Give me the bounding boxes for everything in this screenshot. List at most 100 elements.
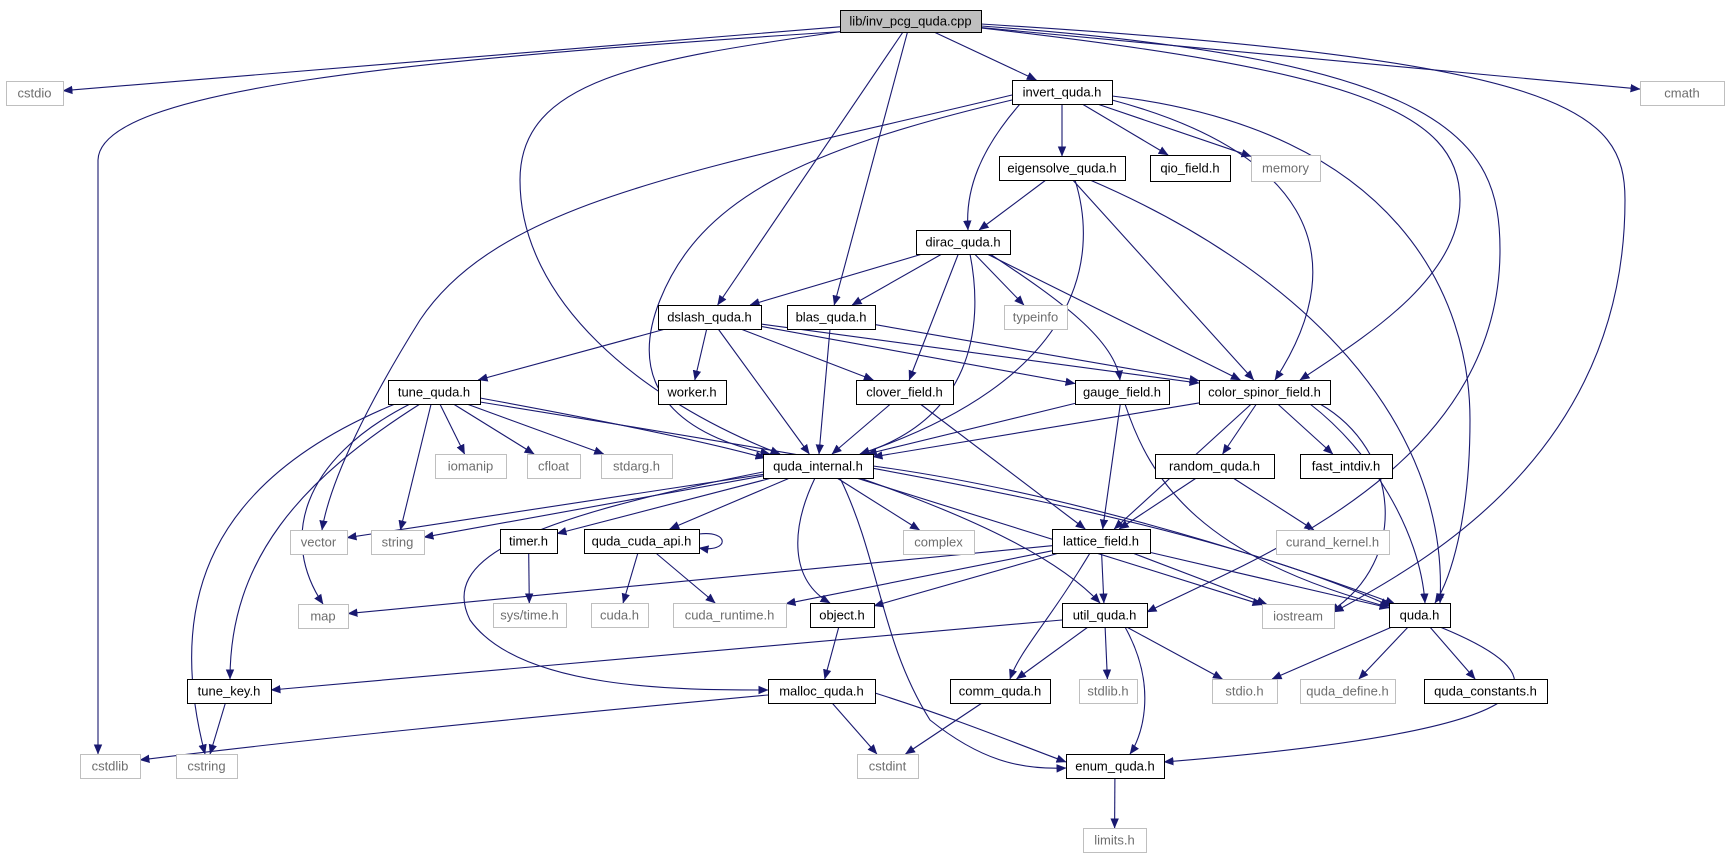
node-box <box>435 454 507 479</box>
node-worker[interactable]: worker.h <box>658 380 727 405</box>
node-clover-field[interactable]: clover_field.h <box>856 380 954 405</box>
node-box <box>1640 81 1725 106</box>
node-label: stdarg.h <box>613 459 660 474</box>
node-label: limits.h <box>1094 833 1134 848</box>
node-invert-quda[interactable]: invert_quda.h <box>1012 80 1113 105</box>
node-quda-cuda-api[interactable]: quda_cuda_api.h <box>584 529 700 554</box>
edge-inv-pcg-to-color-spinor-field <box>980 27 1461 381</box>
node-cstdlib: cstdlib <box>80 754 141 779</box>
edge-quda-to-stdio <box>1271 626 1393 680</box>
node-box <box>1052 529 1151 554</box>
node-label: curand_kernel.h <box>1286 535 1379 550</box>
edge-tune-quda-to-tune-key <box>225 403 421 680</box>
node-label: typeinfo <box>1013 310 1059 325</box>
node-box <box>1066 754 1165 779</box>
node-box <box>187 679 272 704</box>
node-box <box>601 454 673 479</box>
edge-dirac-quda-to-dslash-quda <box>749 253 923 307</box>
node-label: map <box>310 609 335 624</box>
edge-layer <box>62 23 1641 829</box>
edge-invert-quda-to-quda-internal <box>648 99 1013 457</box>
node-timer[interactable]: timer.h <box>500 529 558 554</box>
node-label: stdio.h <box>1225 684 1263 699</box>
node-label: memory <box>1262 161 1309 176</box>
node-qio-field[interactable]: qio_field.h <box>1150 155 1231 182</box>
node-label: cstdio <box>18 86 52 101</box>
node-quda-internal[interactable]: quda_internal.h <box>763 454 874 479</box>
node-gauge-field[interactable]: gauge_field.h <box>1075 380 1170 405</box>
edge-inv-pcg-to-blas-quda <box>832 31 909 306</box>
node-label: random_quda.h <box>1169 459 1260 474</box>
edge-dirac-quda-to-blas-quda <box>851 253 943 306</box>
edge-gauge-field-to-quda-internal <box>866 402 1076 456</box>
edge-dslash-quda-to-quda-internal <box>717 328 810 455</box>
node-box <box>176 754 238 779</box>
edge-tune-quda-to-cfloat <box>453 403 535 455</box>
edge-clover-field-to-lattice-field <box>919 403 1086 530</box>
edge-quda-internal-to-quda-cuda-api <box>669 477 791 530</box>
node-quda-constants[interactable]: quda_constants.h <box>1424 679 1548 704</box>
edge-invert-quda-to-dirac-quda <box>963 103 1021 231</box>
edge-quda-internal-to-vector <box>346 473 764 541</box>
node-quda-define: quda_define.h <box>1300 679 1396 704</box>
node-dslash-quda[interactable]: dslash_quda.h <box>658 305 762 330</box>
node-box <box>1300 679 1396 704</box>
node-box <box>1079 679 1138 704</box>
node-label: lattice_field.h <box>1063 534 1139 549</box>
edge-quda-internal-to-enum-quda <box>839 477 1067 773</box>
edge-quda-internal-to-util-quda <box>859 477 1101 604</box>
edge-quda-internal-to-quda <box>872 465 1396 605</box>
node-box <box>1251 155 1321 182</box>
edge-quda-internal-to-timer <box>556 477 772 536</box>
node-color-spinor-field[interactable]: color_spinor_field.h <box>1199 380 1331 405</box>
node-label: cstdint <box>869 759 907 774</box>
node-label: quda_cuda_api.h <box>592 534 692 549</box>
node-tune-key[interactable]: tune_key.h <box>187 679 272 704</box>
node-label: dirac_quda.h <box>925 235 1000 250</box>
node-fast-intdiv[interactable]: fast_intdiv.h <box>1300 454 1393 479</box>
node-label: complex <box>914 535 963 550</box>
node-map: map <box>298 604 349 629</box>
node-box <box>768 679 876 704</box>
node-typeinfo: typeinfo <box>1004 305 1068 330</box>
node-label: qio_field.h <box>1160 161 1219 176</box>
edge-util-quda-to-stdio <box>1126 626 1223 680</box>
node-box <box>1424 679 1548 704</box>
node-random-quda[interactable]: random_quda.h <box>1155 454 1275 479</box>
node-box <box>856 380 954 405</box>
node-label: timer.h <box>509 534 548 549</box>
node-box <box>1012 80 1113 105</box>
node-blas-quda[interactable]: blas_quda.h <box>787 305 876 330</box>
node-box <box>371 530 425 555</box>
edge-blas-quda-to-quda-internal <box>815 328 831 455</box>
node-tune-quda[interactable]: tune_quda.h <box>388 380 481 405</box>
node-enum-quda[interactable]: enum_quda.h <box>1066 754 1165 779</box>
node-label: cstdlib <box>92 759 129 774</box>
node-box <box>1262 604 1335 629</box>
edge-object-to-malloc-quda <box>823 626 840 680</box>
node-malloc-quda[interactable]: malloc_quda.h <box>768 679 876 704</box>
node-util-quda[interactable]: util_quda.h <box>1062 603 1148 628</box>
node-label: cfloat <box>538 459 569 474</box>
edge-inv-pcg-to-quda-internal <box>519 30 846 455</box>
node-label: sys/time.h <box>500 608 559 623</box>
node-lattice-field[interactable]: lattice_field.h <box>1052 529 1151 554</box>
edge-quda-internal-to-malloc-quda <box>463 471 769 695</box>
node-eigensolve-quda[interactable]: eigensolve_quda.h <box>999 156 1126 181</box>
node-box <box>1276 530 1390 555</box>
node-object[interactable]: object.h <box>810 603 875 628</box>
edge-color-spinor-field-to-quda-internal <box>872 402 1200 460</box>
node-box <box>673 603 787 628</box>
node-label: cstring <box>187 759 225 774</box>
node-comm-quda[interactable]: comm_quda.h <box>950 679 1051 704</box>
node-box <box>916 230 1011 255</box>
node-cuda: cuda.h <box>591 603 649 628</box>
node-box <box>1199 380 1331 405</box>
node-box <box>840 10 982 33</box>
node-inv-pcg[interactable]: lib/inv_pcg_quda.cpp <box>840 10 982 33</box>
node-dirac-quda[interactable]: dirac_quda.h <box>916 230 1011 255</box>
node-label: quda_define.h <box>1306 684 1388 699</box>
node-label: iostream <box>1273 609 1323 624</box>
node-quda[interactable]: quda.h <box>1389 603 1451 628</box>
edge-malloc-quda-to-cstdint <box>831 702 878 755</box>
